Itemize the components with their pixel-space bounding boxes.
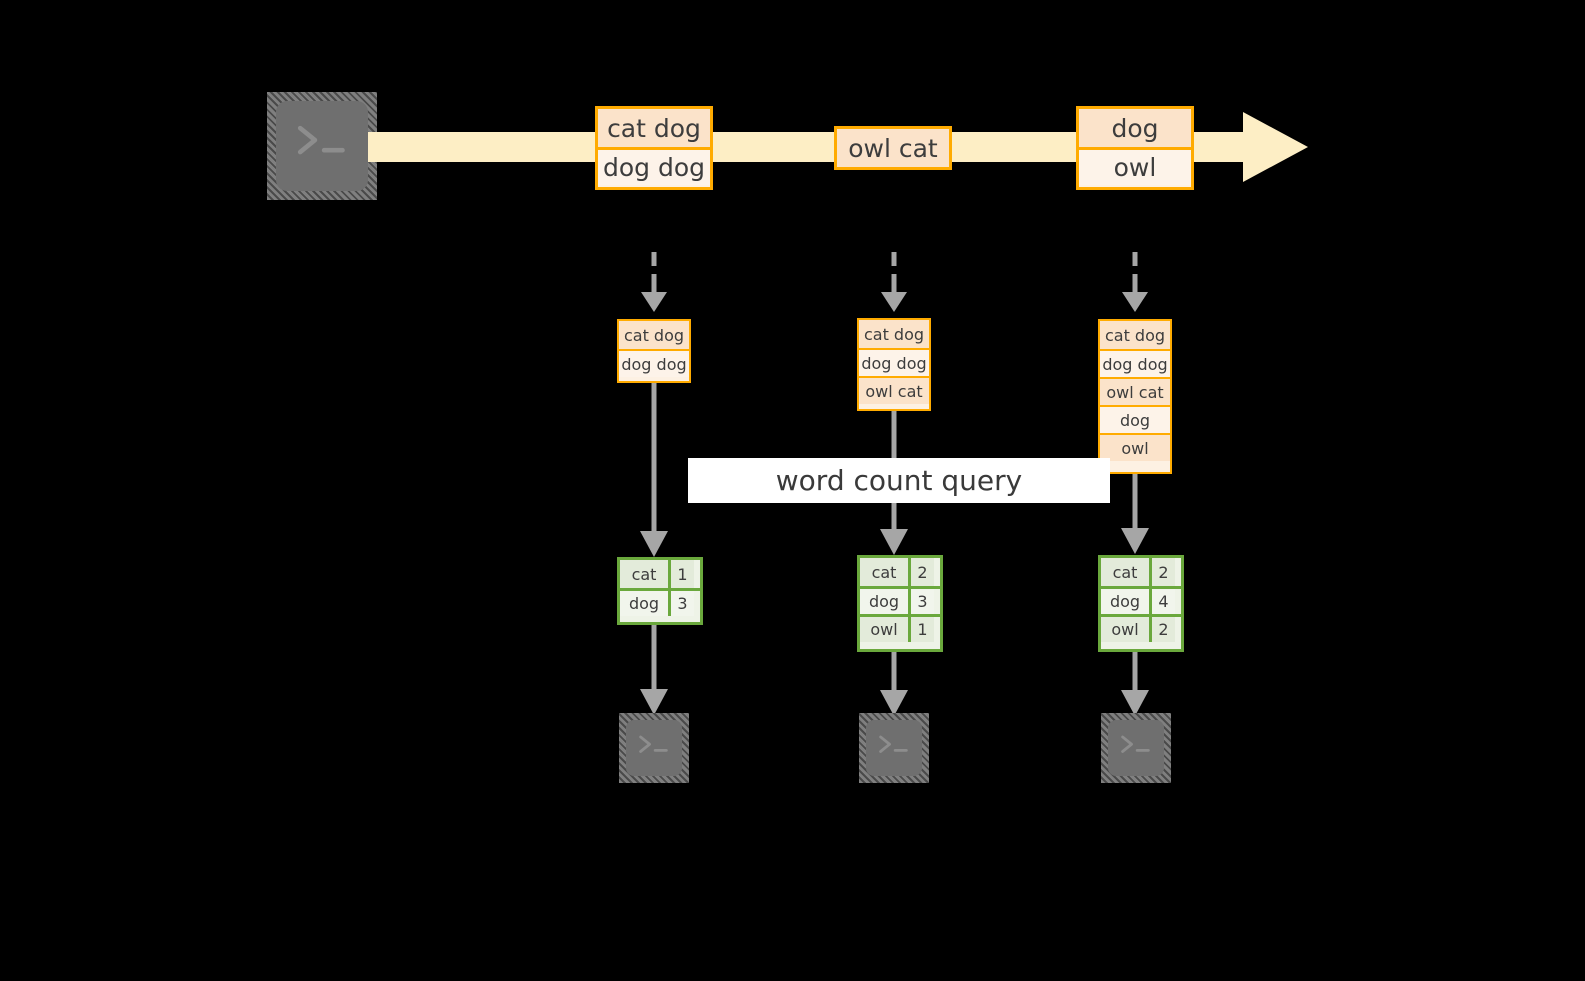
snapshot-1-query-arrow (640, 383, 668, 557)
table-row: cat 2 (1101, 558, 1181, 586)
terminal-screen (1108, 720, 1164, 776)
snapshot-1-sink-arrow (640, 625, 668, 715)
table-row: cat 2 (860, 558, 940, 586)
snapshot-2-input-arrow-dashed (881, 252, 907, 312)
snapshot-1-sink-terminal-icon (619, 713, 689, 783)
snapshot-3-query-arrow (1121, 474, 1149, 554)
result-word: cat (620, 560, 668, 588)
snapshot-1-record-box: cat dog dog dog (617, 319, 691, 383)
record-line: dog (1100, 405, 1170, 433)
result-word: dog (860, 589, 908, 614)
snapshot-1-result-table: cat 1 dog 3 (617, 557, 703, 625)
result-count: 4 (1149, 589, 1175, 614)
stream-event-line: owl cat (837, 129, 949, 167)
snapshot-3-sink-terminal-icon (1101, 713, 1171, 783)
table-row: owl 2 (1101, 614, 1181, 642)
banner-label: word count query (775, 464, 1023, 497)
stream-event-line: cat dog (598, 109, 710, 147)
prompt-glyph-icon (879, 735, 908, 753)
table-row: dog 3 (860, 586, 940, 614)
table-row: cat 1 (620, 560, 700, 588)
snapshot-3-input-arrow-dashed (1122, 252, 1148, 312)
result-word: dog (1101, 589, 1149, 614)
prompt-glyph-icon (297, 125, 345, 154)
prompt-glyph-icon (639, 735, 668, 753)
snapshot-2-record-box: cat dog dog dog owl cat (857, 318, 931, 411)
snapshot-1-input-arrow-dashed (641, 252, 667, 312)
record-line: cat dog (1100, 321, 1170, 349)
table-row: dog 3 (620, 588, 700, 616)
terminal-screen (866, 720, 922, 776)
table-row: dog 4 (1101, 586, 1181, 614)
terminal-screen (276, 101, 368, 191)
terminal-screen (626, 720, 682, 776)
result-word: dog (620, 591, 668, 616)
record-line: cat dog (859, 320, 929, 348)
record-line: dog dog (859, 348, 929, 376)
result-count: 3 (668, 591, 694, 616)
stream-event-line: owl (1079, 147, 1191, 185)
result-word: cat (1101, 558, 1149, 586)
snapshot-2-result-table: cat 2 dog 3 owl 1 (857, 555, 943, 652)
record-line: owl cat (859, 376, 929, 404)
record-line: owl cat (1100, 377, 1170, 405)
result-count: 3 (908, 589, 934, 614)
result-count: 2 (1149, 617, 1175, 642)
record-line: owl (1100, 433, 1170, 461)
record-line: cat dog (619, 321, 689, 349)
stream-event-line: dog (1079, 109, 1191, 147)
table-row: owl 1 (860, 614, 940, 642)
snapshot-3-sink-arrow (1121, 652, 1149, 716)
result-count: 2 (1149, 558, 1175, 586)
stream-event-group-1: cat dog dog dog (595, 106, 713, 190)
result-word: owl (1101, 617, 1149, 642)
snapshot-3-result-table: cat 2 dog 4 owl 2 (1098, 555, 1184, 652)
result-count: 2 (908, 558, 934, 586)
result-word: owl (860, 617, 908, 642)
stream-event-group-3: dog owl (1076, 106, 1194, 190)
snapshot-2-sink-arrow (880, 652, 908, 716)
snapshot-2-sink-terminal-icon (859, 713, 929, 783)
result-count: 1 (668, 560, 694, 588)
stream-event-line: dog dog (598, 147, 710, 185)
stream-event-group-2: owl cat (834, 126, 952, 170)
stream-source-terminal-icon (267, 92, 377, 200)
result-count: 1 (908, 617, 934, 642)
prompt-glyph-icon (1121, 735, 1150, 753)
record-line: dog dog (1100, 349, 1170, 377)
result-word: cat (860, 558, 908, 586)
record-line: dog dog (619, 349, 689, 377)
word-count-query-banner: word count query (688, 458, 1110, 503)
snapshot-3-record-box: cat dog dog dog owl cat dog owl (1098, 319, 1172, 474)
